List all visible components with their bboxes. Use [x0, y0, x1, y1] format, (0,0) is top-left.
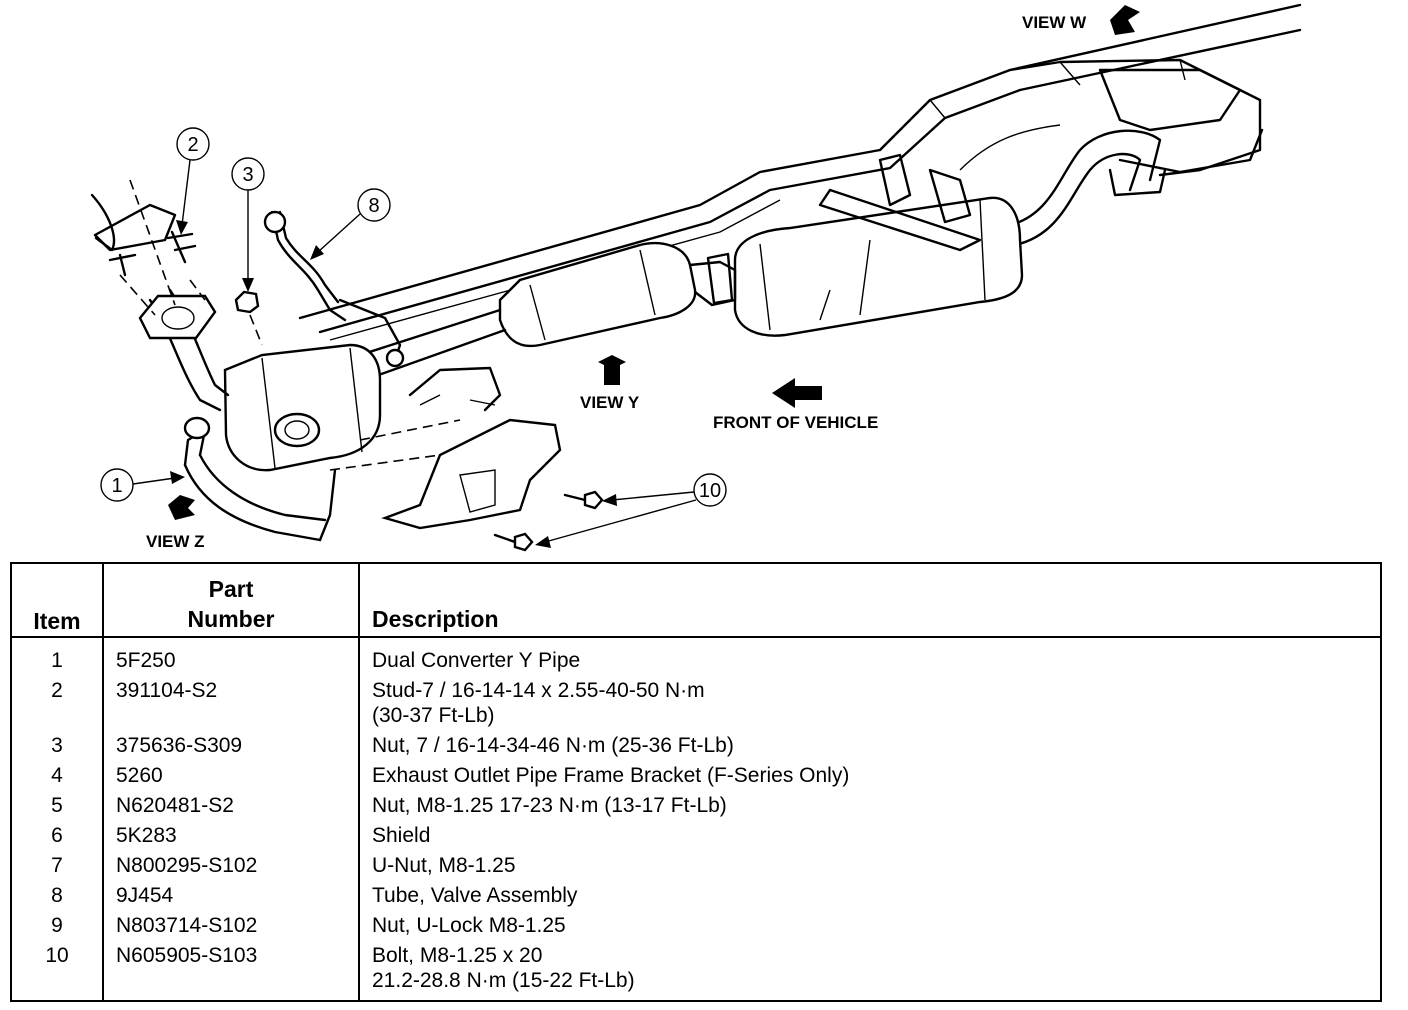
- valve-tube-item-8: [263, 210, 405, 368]
- bolts-item-10: [493, 490, 604, 552]
- svg-text:1: 1: [111, 475, 122, 497]
- cell-part-number: 391104-S2: [116, 679, 218, 702]
- cell-description: Stud-7 / 16-14-14 x 2.55-40-50 N·m(30-37…: [372, 678, 1372, 728]
- column-divider: [102, 564, 104, 1000]
- description-line: Tube, Valve Assembly: [372, 884, 578, 907]
- callout-2: 2: [176, 127, 210, 235]
- description-line: Shield: [372, 824, 431, 847]
- cell-part-number: N803714-S102: [116, 914, 258, 937]
- cell-part-number: 9J454: [116, 884, 174, 907]
- cell-part-number: N800295-S102: [116, 854, 258, 877]
- muffler: [733, 153, 1024, 337]
- description-line: Nut, U-Lock M8-1.25: [372, 914, 566, 937]
- cell-item: 7: [51, 854, 63, 877]
- cell-part-number: N620481-S2: [116, 794, 234, 817]
- callout-1: 1: [100, 468, 185, 502]
- exhaust-system-diagram: VIEW W VIEW Y VIEW Z FRONT OF VEHICLE 1 …: [90, 3, 1302, 552]
- cell-item: 2: [51, 679, 63, 702]
- view-w-label: VIEW W: [1022, 13, 1087, 32]
- header-part-line2: Number: [187, 606, 275, 632]
- cell-description: Shield: [372, 823, 1372, 848]
- view-y-arrow: [598, 355, 626, 385]
- description-line: (30-37 Ft-Lb): [372, 704, 495, 727]
- cell-description: Nut, M8-1.25 17-23 N·m (13-17 Ft-Lb): [372, 793, 1372, 818]
- rear-converter: [358, 242, 737, 380]
- description-line: Stud-7 / 16-14-14 x 2.55-40-50 N·m: [372, 679, 705, 702]
- shield: [329, 418, 562, 530]
- front-of-vehicle-label: FRONT OF VEHICLE: [713, 413, 878, 432]
- view-z-arrow: [168, 495, 195, 520]
- column-divider: [358, 564, 360, 1000]
- header-description: Description: [372, 606, 499, 632]
- nut-item-3: [234, 290, 263, 346]
- cell-part-number: N605905-S103: [116, 944, 258, 967]
- description-line: 21.2-28.8 N·m (15-22 Ft-Lb): [372, 969, 635, 992]
- cell-part-number: 5F250: [116, 649, 176, 672]
- view-y-label: VIEW Y: [580, 393, 640, 412]
- header-item: Item: [33, 608, 81, 634]
- svg-text:3: 3: [242, 164, 253, 186]
- cell-description: Nut, 7 / 16-14-34-46 N·m (25-36 Ft-Lb): [372, 733, 1372, 758]
- callout-10: 10: [535, 473, 727, 548]
- cell-description: U-Nut, M8-1.25: [372, 853, 1372, 878]
- description-line: Nut, M8-1.25 17-23 N·m (13-17 Ft-Lb): [372, 794, 727, 817]
- header-rule: [12, 636, 1380, 638]
- cell-item: 4: [51, 764, 63, 787]
- cell-description: Nut, U-Lock M8-1.25: [372, 913, 1372, 938]
- svg-text:8: 8: [368, 195, 379, 217]
- cell-description: Dual Converter Y Pipe: [372, 648, 1372, 673]
- svg-text:2: 2: [187, 134, 198, 156]
- front-arrow: [772, 378, 822, 408]
- cell-item: 5: [51, 794, 63, 817]
- parts-table: Item Part Number Description 1 5F250 Dual …: [10, 562, 1382, 1002]
- cell-description: Exhaust Outlet Pipe Frame Bracket (F-Ser…: [372, 763, 1372, 788]
- view-w-arrow: [1110, 5, 1140, 35]
- view-z-label: VIEW Z: [146, 532, 205, 551]
- description-line: Nut, 7 / 16-14-34-46 N·m (25-36 Ft-Lb): [372, 734, 734, 757]
- manifold-studs: [90, 179, 206, 316]
- cell-item: 1: [51, 649, 63, 672]
- cell-description: Tube, Valve Assembly: [372, 883, 1372, 908]
- tailpipe: [959, 124, 1167, 247]
- cell-item: 10: [45, 944, 69, 967]
- frame-rail: [298, 3, 1302, 341]
- description-line: U-Nut, M8-1.25: [372, 854, 516, 877]
- header-part-line1: Part: [208, 576, 254, 602]
- cell-part-number: 5K283: [116, 824, 177, 847]
- bracket: [408, 366, 502, 412]
- callout-3: 3: [231, 157, 265, 292]
- description-line: Bolt, M8-1.25 x 20: [372, 944, 543, 967]
- svg-text:10: 10: [699, 480, 721, 502]
- cell-part-number: 5260: [116, 764, 163, 787]
- cell-item: 8: [51, 884, 63, 907]
- front-converter-y-pipe: [138, 288, 382, 542]
- cell-item: 6: [51, 824, 63, 847]
- callout-8: 8: [310, 188, 391, 260]
- cell-part-number: 375636-S309: [116, 734, 243, 757]
- description-line: Dual Converter Y Pipe: [372, 649, 581, 672]
- description-line: Exhaust Outlet Pipe Frame Bracket (F-Ser…: [372, 764, 850, 787]
- cell-item: 3: [51, 734, 63, 757]
- cell-item: 9: [51, 914, 63, 937]
